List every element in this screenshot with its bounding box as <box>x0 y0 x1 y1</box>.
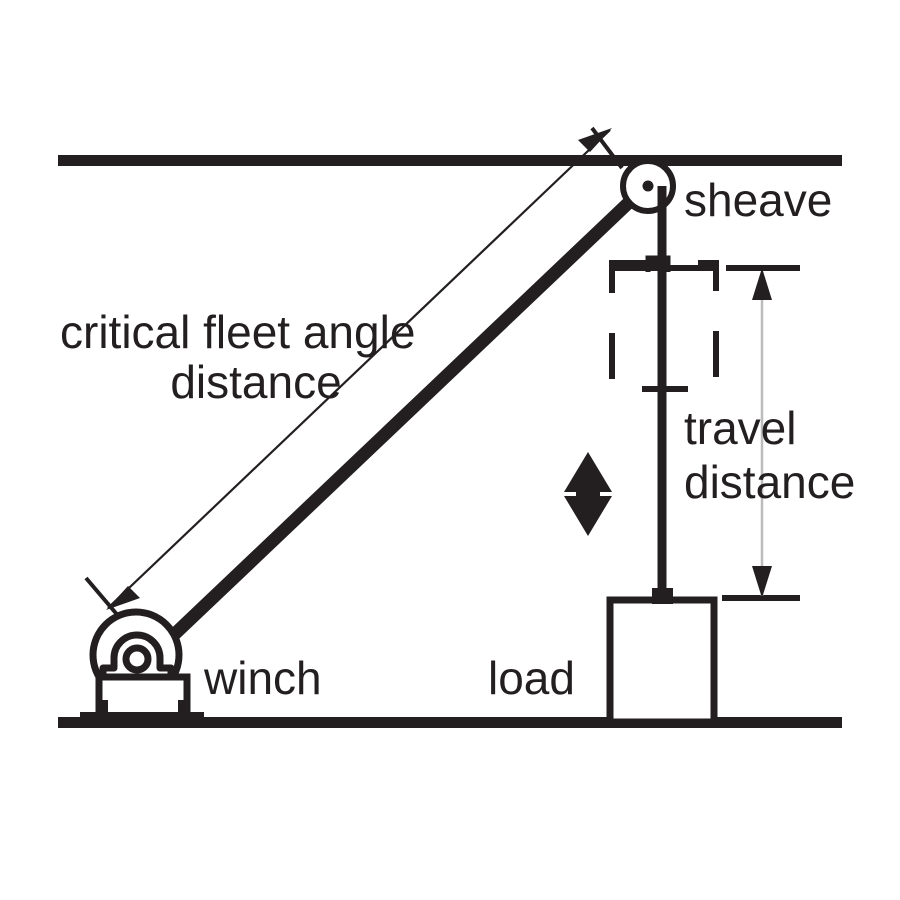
label-winch: winch <box>203 652 322 704</box>
label-travel-line2: distance <box>684 456 855 508</box>
label-load: load <box>488 652 575 704</box>
phantom-load-outline <box>609 260 719 392</box>
load-lifting-lug <box>652 588 673 604</box>
label-sheave: sheave <box>684 174 832 226</box>
ceiling-beam <box>58 155 842 166</box>
fleet-angle-lower-arrowhead <box>106 586 140 610</box>
fleet-angle-upper-arrowhead <box>578 128 612 152</box>
travel-dim-arrowhead-top <box>752 268 772 300</box>
winch-hub <box>122 644 152 674</box>
load-block <box>606 596 718 726</box>
label-fleet-angle-line1: critical fleet angle <box>60 306 415 358</box>
travel-dim-arrowhead-bottom <box>752 566 772 598</box>
hoist-cable-diagonal <box>155 185 647 653</box>
fleet-angle-upper-tick <box>590 126 624 170</box>
label-travel-line1: travel <box>684 402 796 454</box>
ground-line <box>58 717 842 728</box>
fleet-angle-leader-line <box>107 129 611 609</box>
fleet-angle-lower-tick <box>84 576 122 620</box>
winch-base-plate <box>80 712 204 721</box>
sheave-axle <box>642 180 654 192</box>
label-fleet-angle-line2: distance <box>170 356 341 408</box>
motion-arrow-down <box>564 478 612 536</box>
